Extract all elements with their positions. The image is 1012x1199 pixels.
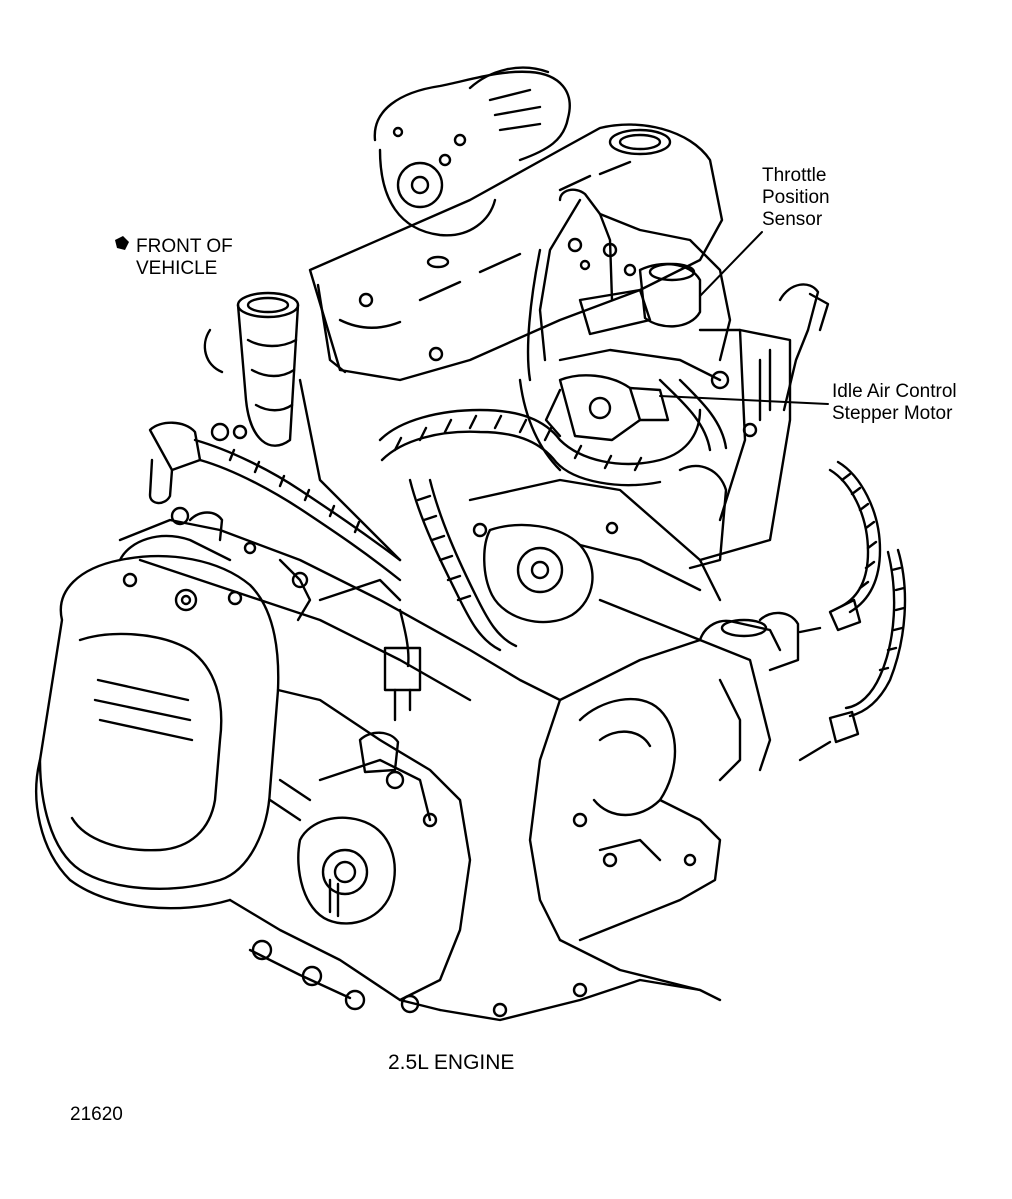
arrow-marker-icon	[115, 236, 129, 250]
wire-harness	[378, 248, 728, 722]
front-of-vehicle-line-1: FRONT OF	[136, 236, 233, 257]
oil-pan-edge	[438, 978, 702, 1022]
tps-line-1: Throttle	[762, 165, 827, 186]
tps-line-3: Sensor	[762, 209, 823, 230]
label-leader-lines	[659, 231, 829, 405]
throttle-body	[538, 188, 732, 382]
figure-number: 21620	[70, 1104, 123, 1125]
detached-hoses	[798, 460, 907, 762]
tps-line-2: Position	[762, 187, 830, 208]
engine-block	[298, 378, 722, 642]
intake-bracket	[678, 283, 830, 570]
oil-filler-tube	[203, 291, 300, 447]
front-of-vehicle-line-2: VEHICLE	[136, 258, 218, 279]
valve-cover	[308, 123, 724, 382]
throttle-position-sensor-label: Throttle Position Sensor	[762, 165, 830, 231]
transaxle-case	[35, 534, 280, 910]
idle-air-control-label: Idle Air Control Stepper Motor	[832, 381, 957, 425]
transaxle-rear	[528, 611, 800, 1002]
alternator	[373, 66, 571, 237]
diagram-caption: 2.5L ENGINE	[388, 1051, 515, 1074]
iac-leader-line	[659, 395, 829, 405]
coolant-hose	[148, 421, 402, 582]
idle-air-control-motor	[544, 374, 670, 442]
tps-leader-line	[699, 231, 763, 297]
transaxle-upper	[118, 506, 562, 702]
iac-line-2: Stepper Motor	[832, 403, 953, 424]
differential-housing	[228, 688, 472, 1014]
iac-line-1: Idle Air Control	[832, 381, 957, 402]
front-of-vehicle-label: FRONT OF VEHICLE	[136, 236, 233, 280]
